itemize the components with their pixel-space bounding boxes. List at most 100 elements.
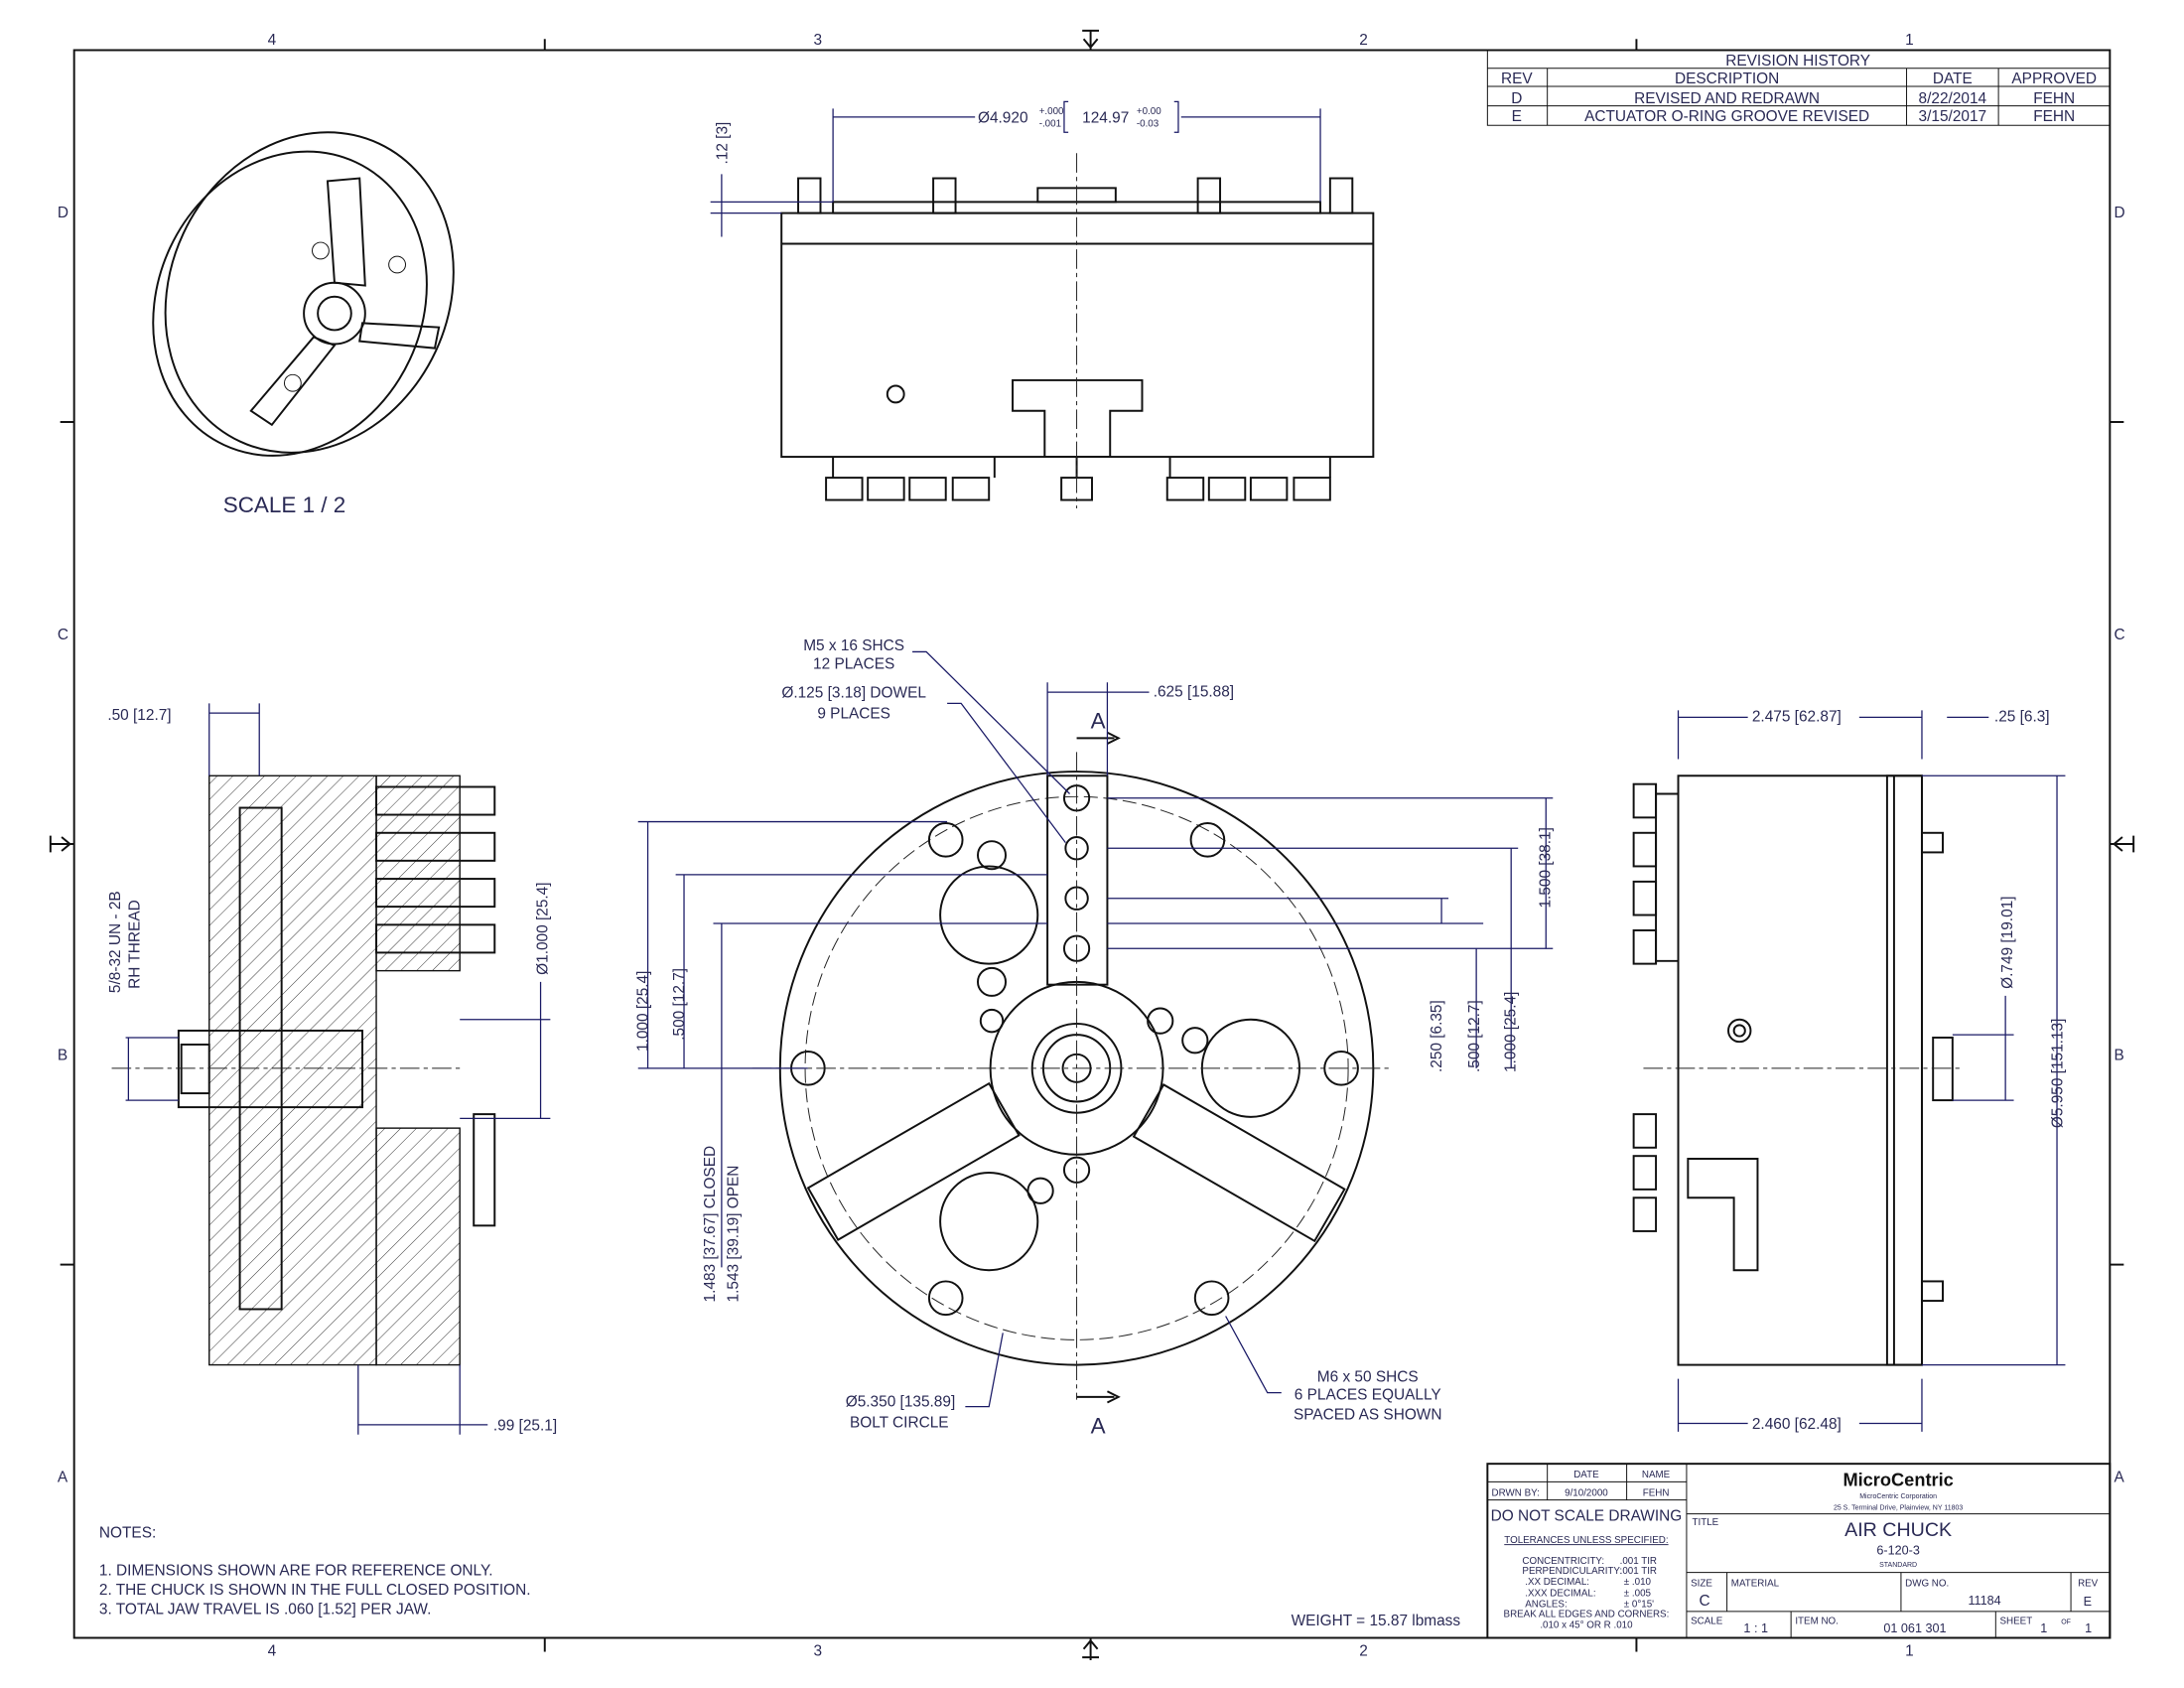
note-item: 1. DIMENSIONS SHOWN ARE FOR REFERENCE ON… (99, 1562, 493, 1579)
flange-dimension: .25 [6.3] (1994, 709, 2050, 726)
svg-text:CONCENTRICITY:: CONCENTRICITY: (1522, 1556, 1604, 1567)
size-label: SIZE (1691, 1579, 1712, 1590)
m6-callout: M6 x 50 SHCS (1317, 1368, 1419, 1385)
jaw-width-dimension: .625 [15.88] (1154, 683, 1234, 700)
zone-row: C (2115, 627, 2125, 643)
svg-text:± .005: ± .005 (1624, 1588, 1652, 1599)
dimension-250: .250 [6.35] (1429, 1000, 1445, 1072)
variant: STANDARD (1879, 1562, 1917, 1569)
section-marker-a: A (1091, 709, 1106, 734)
revision-history-table: REVISION HISTORY REV DESCRIPTION DATE AP… (1486, 50, 2111, 126)
isometric-view: SCALE 1 / 2 (152, 131, 455, 517)
item-number: 01 061 301 (1883, 1621, 1946, 1635)
dimension-500: .500 [12.7] (1466, 1000, 1483, 1072)
tolerances-title: TOLERANCES UNLESS SPECIFIED: (1504, 1535, 1668, 1546)
drawn-name: FEHN (1643, 1487, 1670, 1498)
zone-col: 3 (813, 32, 822, 49)
dowel-callout: 9 PLACES (817, 706, 890, 723)
zone-markers: 4 3 2 1 4 3 2 1 D C B A D C B A (58, 32, 2125, 1660)
svg-text:± .010: ± .010 (1624, 1577, 1652, 1588)
date-header: DATE (1573, 1470, 1599, 1480)
dimension-1000: 1.000 [25.4] (635, 971, 652, 1052)
svg-text:ACTUATOR O-RING GROOVE REVISED: ACTUATOR O-RING GROOVE REVISED (1584, 108, 1869, 125)
front-view: A A M5 x 16 SHCS 12 PLACES Ø.125 [3.18] … (635, 637, 1555, 1438)
scale-label: SCALE (1691, 1616, 1723, 1626)
zone-row: A (2115, 1469, 2125, 1485)
weight-note: WEIGHT = 15.87 lbmass (1292, 1613, 1461, 1629)
company-logo: MicroCentric (1843, 1470, 1953, 1490)
zone-col: 3 (813, 1643, 822, 1660)
m6-callout: SPACED AS SHOWN (1294, 1406, 1442, 1423)
zone-col: 1 (1905, 1643, 1914, 1660)
height-dimension: .12 [3] (715, 122, 732, 165)
sheet-label: SHEET (2000, 1616, 2033, 1626)
shcs-callout: 12 PLACES (813, 655, 894, 672)
shcs-callout: M5 x 16 SHCS (803, 637, 904, 654)
dwg-label: DWG NO. (1905, 1579, 1949, 1590)
sheet-value: 1 (2040, 1621, 2047, 1635)
title-label: TITLE (1693, 1517, 1719, 1528)
title-block: DATE NAME DRWN BY: 9/10/2000 FEHN DO NOT… (1486, 1463, 2112, 1639)
pilot-diameter-dimension: Ø.749 [19.01] (1999, 896, 2016, 988)
length-dimension: 2.475 [62.87] (1752, 709, 1842, 726)
bolt-circle-callout: BOLT CIRCLE (850, 1415, 949, 1432)
thread-note: 5/8-32 UN - 2B (107, 891, 124, 993)
zone-col: 4 (268, 1643, 277, 1660)
tolerance-minus: -.001 (1039, 119, 1061, 130)
svg-text:ANGLES:: ANGLES: (1525, 1600, 1567, 1611)
notes-title: NOTES: (99, 1525, 156, 1542)
zone-row: B (58, 1047, 68, 1063)
rev-value: E (2084, 1595, 2092, 1609)
of-label: OF (2061, 1618, 2071, 1625)
company-name: MicroCentric Corporation (1859, 1493, 1937, 1500)
drawn-by-label: DRWN BY: (1492, 1487, 1540, 1498)
svg-text:D: D (1511, 90, 1522, 107)
sheet-total: 1 (2085, 1621, 2092, 1635)
drawing-title: AIR CHUCK (1844, 1519, 1952, 1541)
zone-row: D (58, 205, 68, 221)
size-value: C (1700, 1593, 1710, 1610)
thread-note: RH THREAD (127, 900, 144, 989)
zone-row: A (58, 1469, 68, 1485)
zone-row: B (2115, 1047, 2124, 1063)
company-address: 25 S. Terminal Drive, Plainview, NY 1180… (1834, 1504, 1963, 1511)
zone-col: 2 (1359, 1643, 1368, 1660)
zone-col: 2 (1359, 32, 1368, 49)
zone-col: 4 (268, 32, 277, 49)
depth-dimension: .99 [25.1] (493, 1418, 557, 1435)
svg-text:.XXX DECIMAL:: .XXX DECIMAL: (1525, 1588, 1595, 1599)
item-label: ITEM NO. (1795, 1616, 1839, 1626)
svg-text:± 0°15': ± 0°15' (1624, 1600, 1654, 1611)
side-view: 2.475 [62.87] .25 [6.3] Ø.749 [19.01] Ø5… (1632, 709, 2067, 1433)
svg-text:E: E (1512, 108, 1522, 125)
revision-row: D REVISED AND REDRAWN 8/22/2014 FEHN (1511, 90, 2075, 107)
tolerance-plus: +0.00 (1137, 106, 1161, 117)
dowel-callout: Ø.125 [3.18] DOWEL (781, 685, 926, 702)
m6-callout: 6 PLACES EQUALLY (1295, 1387, 1441, 1404)
zone-row: C (58, 627, 68, 643)
zone-col: 1 (1905, 32, 1914, 49)
width-dimension: .50 [12.7] (107, 707, 171, 724)
part-number: 6-120-3 (1876, 1543, 1919, 1557)
approved-header: APPROVED (2011, 70, 2097, 87)
svg-text:BREAK ALL EDGES AND CORNERS:: BREAK ALL EDGES AND CORNERS: (1504, 1609, 1670, 1619)
note-item: 2. THE CHUCK IS SHOWN IN THE FULL CLOSED… (99, 1582, 531, 1599)
svg-text:.010 x 45° OR R .010: .010 x 45° OR R .010 (1540, 1620, 1633, 1631)
scale-note: SCALE 1 / 2 (223, 492, 345, 517)
revision-row: E ACTUATOR O-RING GROOVE REVISED 3/15/20… (1512, 108, 2076, 125)
tolerance-minus: -0.03 (1137, 119, 1160, 130)
tolerance-list: CONCENTRICITY:.001 TIR PERPENDICULARITY:… (1504, 1556, 1670, 1631)
revision-history-title: REVISION HISTORY (1725, 53, 1870, 70)
top-view: Ø4.920 +.000 -.001 124.97 +0.00 -0.03 .1… (710, 100, 1375, 508)
length-dimension: 2.460 [62.48] (1752, 1416, 1842, 1433)
drawn-date: 9/10/2000 (1565, 1487, 1608, 1498)
metric-dimension: 124.97 (1082, 109, 1129, 126)
svg-text:3/15/2017: 3/15/2017 (1919, 108, 1987, 125)
dimension-500: .500 [12.7] (671, 968, 688, 1041)
body-diameter-dimension: Ø5.950 [151.13] (2050, 1019, 2067, 1129)
bolt-circle-callout: Ø5.350 [135.89] (846, 1394, 955, 1411)
svg-text:REVISED AND REDRAWN: REVISED AND REDRAWN (1634, 90, 1820, 107)
bore-dimension: Ø1.000 [25.4] (535, 882, 552, 974)
svg-text:.001 TIR: .001 TIR (1620, 1556, 1657, 1567)
svg-text:.XX DECIMAL:: .XX DECIMAL: (1525, 1577, 1589, 1588)
